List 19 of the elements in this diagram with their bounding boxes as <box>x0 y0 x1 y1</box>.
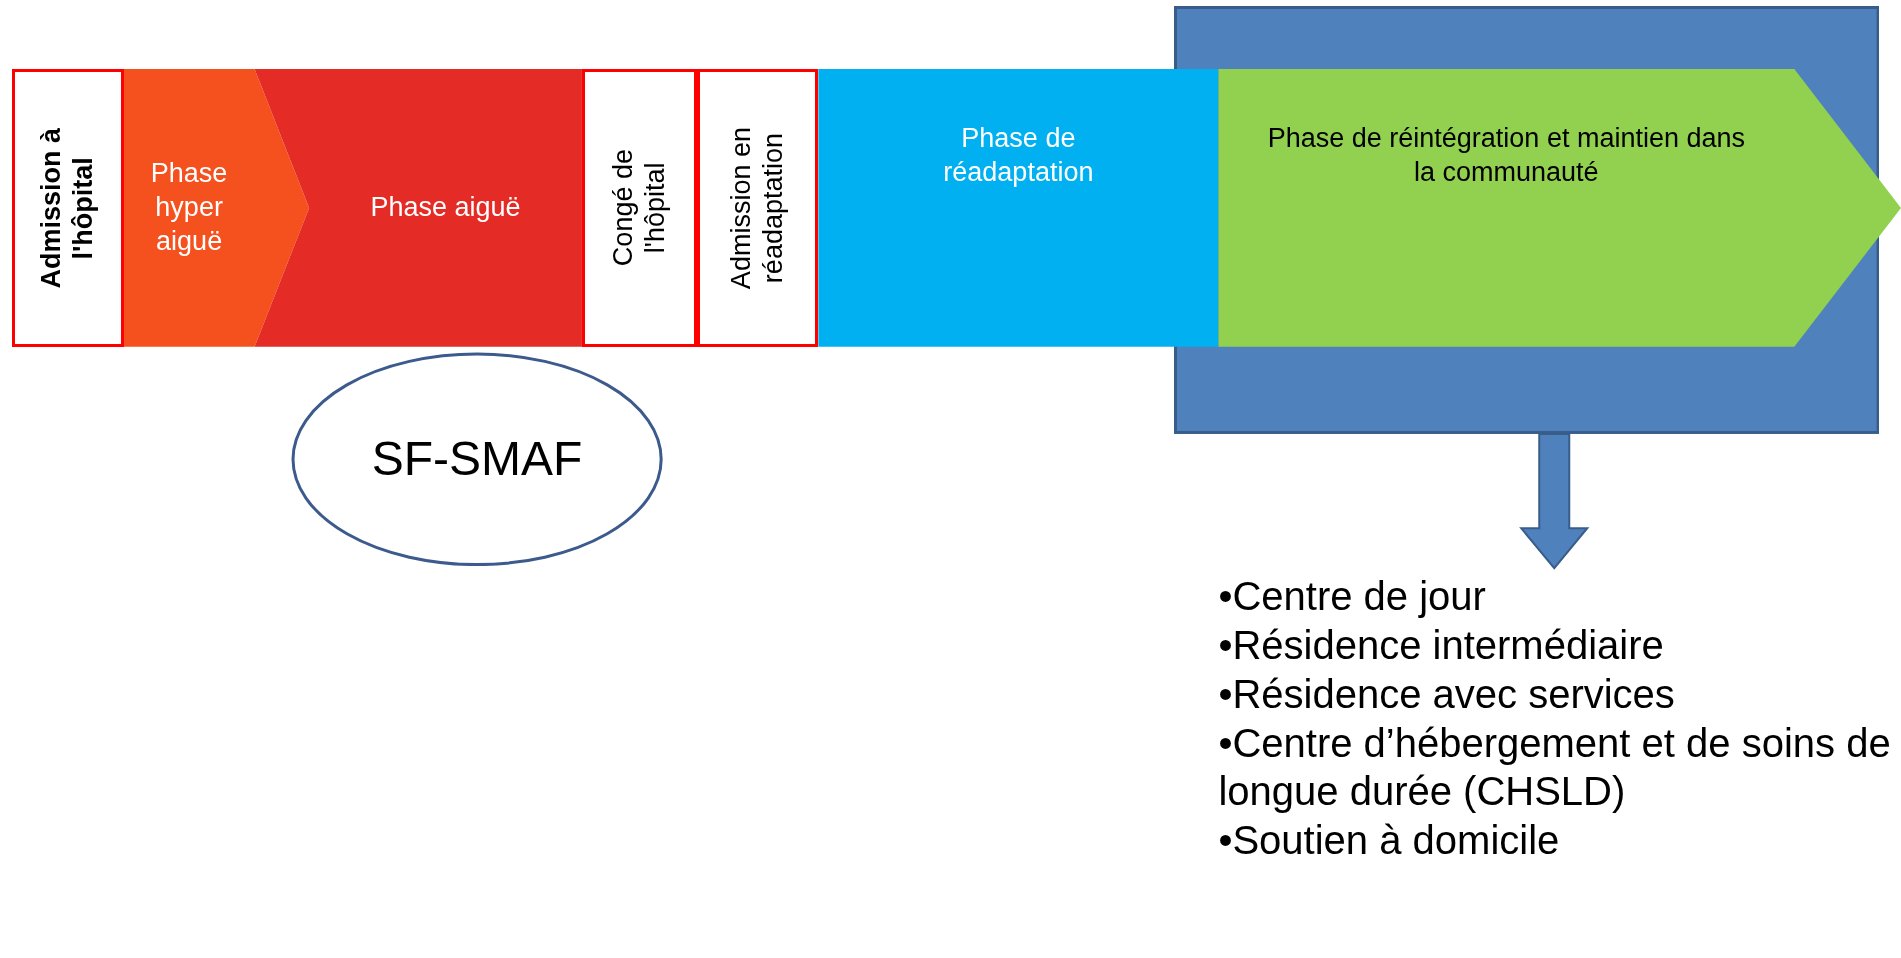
list-item: •Centre d’hébergement et de soins de longue durée (CHSLD) <box>1218 719 1892 816</box>
milestone-box <box>12 69 124 347</box>
phase-band <box>818 69 1219 347</box>
milestone-label: Congé de l'hôpital <box>607 148 672 269</box>
phase-band <box>254 69 582 347</box>
ellipse-label: SF-SMAF <box>371 430 583 487</box>
milestone-label: Admission à l'hôpital <box>35 126 100 291</box>
phase-label: Phase hyper aiguë <box>149 157 229 258</box>
block-arrow <box>1519 433 1590 570</box>
list-item: •Centre de jour <box>1218 573 1487 621</box>
phase-label: Phase aiguë <box>370 191 521 225</box>
phase-label: Phase de réadaptation <box>942 122 1095 189</box>
milestone-box <box>697 69 819 347</box>
milestone-box <box>581 69 698 347</box>
list-item: •Soutien à domicile <box>1218 817 1561 865</box>
list-item: •Résidence avec services <box>1218 670 1676 718</box>
list-item: •Résidence intermédiaire <box>1218 622 1665 670</box>
milestone-label: Admission en réadaptation <box>725 125 790 291</box>
phase-label: Phase de réintégration et maintien dans la communauté <box>1266 122 1746 189</box>
